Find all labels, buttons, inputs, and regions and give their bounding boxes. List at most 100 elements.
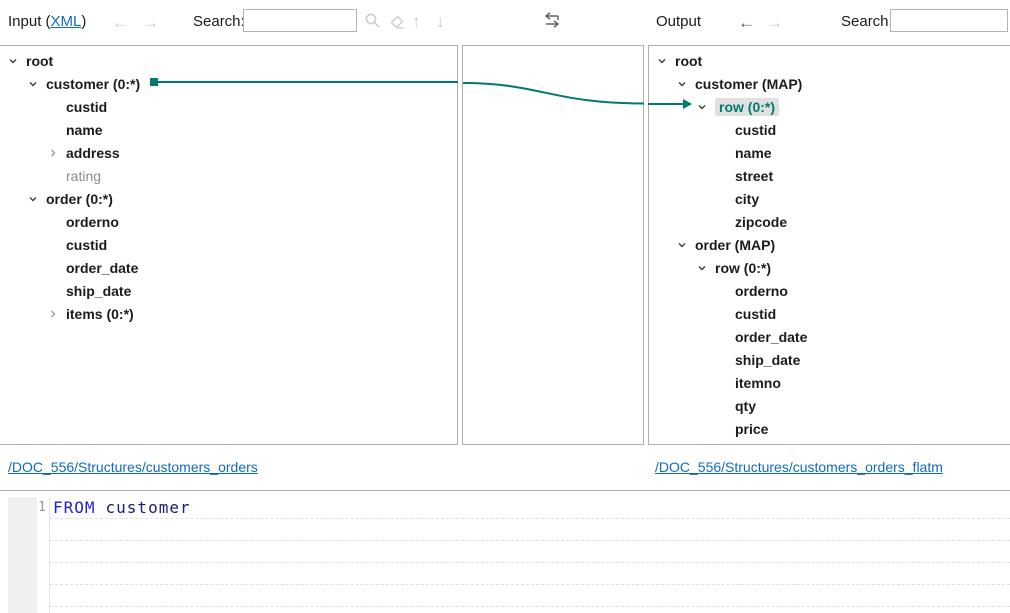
- output-structure-link[interactable]: /DOC_556/Structures/customers_orders_fla…: [655, 459, 943, 475]
- tree-node-label: price: [735, 420, 769, 437]
- sql-identifier: customer: [105, 498, 191, 517]
- tree-node-zipcode[interactable]: zipcode: [649, 210, 1010, 233]
- editor-row-separator: [50, 518, 1010, 519]
- tree-node-root[interactable]: root: [649, 49, 1010, 72]
- tree-node-order-map[interactable]: order (MAP): [649, 233, 1010, 256]
- chevron-right-icon[interactable]: [48, 148, 66, 158]
- output-search-label: Search:: [841, 13, 893, 30]
- editor-row-separator: [50, 562, 1010, 563]
- input-format-link[interactable]: XML: [50, 13, 82, 30]
- tree-node-label: customer (0:*): [46, 75, 141, 92]
- editor-gutter: [8, 497, 37, 613]
- code-editor[interactable]: 1 FROM customer: [0, 491, 1010, 613]
- tree-node-label: street: [735, 167, 774, 184]
- chevron-down-icon[interactable]: [8, 56, 26, 66]
- tree-node-label: rating: [66, 167, 102, 184]
- tree-node-orderno[interactable]: orderno: [0, 210, 457, 233]
- tree-node-itemno[interactable]: itemno: [649, 371, 1010, 394]
- chevron-right-icon[interactable]: [48, 309, 66, 319]
- tree-node-city[interactable]: city: [649, 187, 1010, 210]
- tree-node-street[interactable]: street: [649, 164, 1010, 187]
- input-tree: root customer (0:*) custid name address ratin…: [0, 46, 457, 325]
- mapping-canvas-panel[interactable]: [462, 45, 644, 445]
- tree-node-label: order_date: [735, 328, 808, 345]
- swap-panels-icon[interactable]: [540, 10, 564, 37]
- tree-node-order-0[interactable]: order (0:*): [0, 187, 457, 210]
- input-history-forward-icon[interactable]: →: [142, 13, 159, 32]
- tree-node-customer-map[interactable]: customer (MAP): [649, 72, 1010, 95]
- tree-node-custid[interactable]: custid: [0, 95, 457, 118]
- output-history-back-icon[interactable]: ←: [738, 13, 755, 32]
- tree-node-label: customer (MAP): [695, 75, 803, 92]
- editor-row-separator: [50, 606, 1010, 607]
- chevron-down-icon[interactable]: [657, 56, 675, 66]
- tree-node-label: order (MAP): [695, 236, 776, 253]
- tree-node-rating[interactable]: rating: [0, 164, 457, 187]
- tree-node-address[interactable]: address: [0, 141, 457, 164]
- find-previous-icon[interactable]: ↑: [412, 12, 421, 31]
- sql-keyword: FROM: [53, 498, 96, 517]
- find-next-icon[interactable]: ↓: [436, 12, 445, 31]
- output-panel-title: Output: [656, 13, 702, 30]
- output-tree-panel: root customer (MAP) row (0:*) custid name str…: [648, 45, 1010, 445]
- tree-node-label: ship_date: [735, 351, 801, 368]
- tree-node-label: order_date: [66, 259, 139, 276]
- tree-node-items-0[interactable]: items (0:*): [0, 302, 457, 325]
- tree-node-label: row (0:*): [715, 97, 779, 116]
- tree-node-label: orderno: [66, 213, 119, 230]
- tree-node-orderno[interactable]: orderno: [649, 279, 1010, 302]
- tree-node-label: custid: [735, 305, 777, 322]
- tree-node-row-0[interactable]: row (0:*): [649, 95, 1010, 118]
- tree-node-order-date[interactable]: order_date: [0, 256, 457, 279]
- editor-row-separator: [50, 584, 1010, 585]
- tree-node-row-0[interactable]: row (0:*): [649, 256, 1010, 279]
- input-title-suffix: ): [81, 13, 87, 30]
- tree-node-label: city: [735, 190, 760, 207]
- tree-node-ship-date[interactable]: ship_date: [649, 348, 1010, 371]
- clear-eraser-icon[interactable]: [388, 12, 406, 35]
- tree-node-label: root: [26, 52, 54, 69]
- tree-node-label: custid: [66, 236, 108, 253]
- chevron-down-icon[interactable]: [28, 194, 46, 204]
- tree-node-price[interactable]: price: [649, 417, 1010, 440]
- tree-node-root[interactable]: root: [0, 49, 457, 72]
- tree-node-order-date[interactable]: order_date: [649, 325, 1010, 348]
- tree-node-label: orderno: [735, 282, 788, 299]
- code-line[interactable]: FROM customer: [53, 498, 191, 517]
- output-history-forward-icon[interactable]: →: [766, 13, 783, 32]
- tree-node-label: address: [66, 144, 120, 161]
- input-search-input[interactable]: [243, 9, 357, 32]
- input-panel-title: Input (XML): [8, 13, 86, 30]
- chevron-down-icon[interactable]: [697, 102, 715, 112]
- tree-node-label: qty: [735, 397, 756, 414]
- tree-node-qty[interactable]: qty: [649, 394, 1010, 417]
- input-history-back-icon[interactable]: ←: [112, 13, 129, 32]
- tree-node-label: custid: [66, 98, 108, 115]
- tree-node-customer-0[interactable]: customer (0:*): [0, 72, 457, 95]
- editor-divider: [0, 490, 1010, 491]
- chevron-down-icon[interactable]: [28, 79, 46, 89]
- output-tree: root customer (MAP) row (0:*) custid name str…: [649, 46, 1010, 440]
- input-structure-link[interactable]: /DOC_556/Structures/customers_orders: [8, 459, 258, 475]
- line-number: 1: [38, 500, 46, 515]
- tree-node-custid[interactable]: custid: [649, 302, 1010, 325]
- tree-node-ship-date[interactable]: ship_date: [0, 279, 457, 302]
- tree-node-name[interactable]: name: [649, 141, 1010, 164]
- toolbar: Input (XML) ← → Search: ↑ ↓ Output ← → S…: [0, 0, 1010, 45]
- editor-gutter-separator: [49, 497, 50, 613]
- chevron-down-icon[interactable]: [677, 240, 695, 250]
- tree-node-custid[interactable]: custid: [649, 118, 1010, 141]
- output-search-input[interactable]: [890, 9, 1008, 32]
- input-search-label: Search:: [193, 13, 245, 30]
- chevron-down-icon[interactable]: [697, 263, 715, 273]
- tree-node-label: order (0:*): [46, 190, 113, 207]
- tree-node-label: items (0:*): [66, 305, 134, 322]
- chevron-down-icon[interactable]: [677, 79, 695, 89]
- tree-node-label: custid: [735, 121, 777, 138]
- tree-node-label: zipcode: [735, 213, 788, 230]
- search-magnifier-icon[interactable]: [364, 12, 382, 35]
- tree-node-custid[interactable]: custid: [0, 233, 457, 256]
- tree-node-name[interactable]: name: [0, 118, 457, 141]
- tree-node-label: name: [735, 144, 772, 161]
